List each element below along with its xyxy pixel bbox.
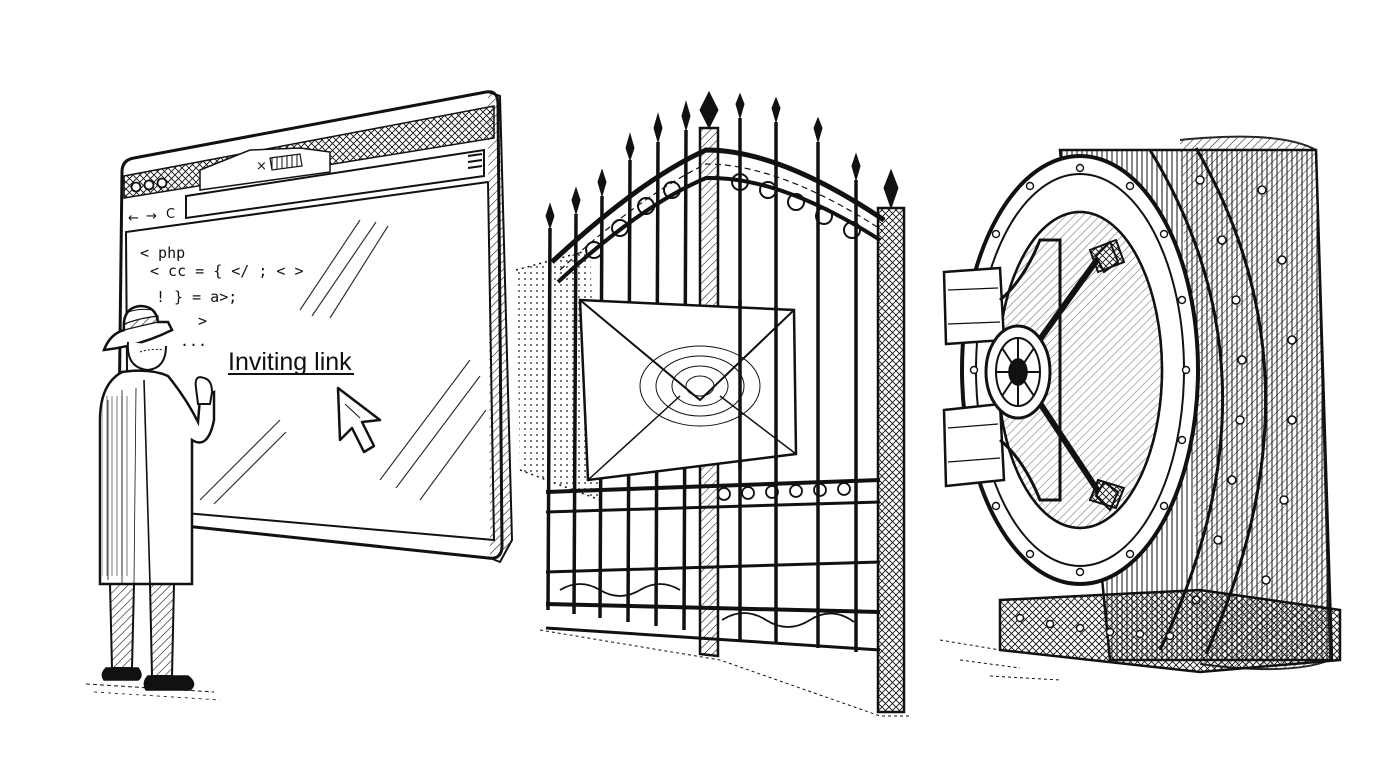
back-arrow-icon[interactable]: ← <box>128 211 139 226</box>
arrow-cursor-icon <box>336 386 382 454</box>
person-figure <box>85 304 221 701</box>
code-line: < cc = { </ ; < > <box>150 262 304 280</box>
iron-gate <box>539 90 910 717</box>
reload-icon[interactable]: C <box>166 207 175 222</box>
inviting-link[interactable]: Inviting link <box>228 348 352 376</box>
tab-close-icon[interactable]: × <box>256 159 267 174</box>
code-line: > <box>198 312 207 330</box>
code-line: ! } = a>; <box>156 288 237 306</box>
forward-arrow-icon[interactable]: → <box>146 209 157 224</box>
data-stream <box>515 249 601 501</box>
code-snippet: < php < cc = { </ ; < > ! } = a>; > ... <box>140 244 304 350</box>
window-controls[interactable] <box>130 177 168 193</box>
code-line: < php <box>140 244 185 262</box>
bank-vault <box>939 135 1342 681</box>
browser-window <box>116 90 514 564</box>
hamburger-icon[interactable] <box>467 153 483 169</box>
code-line: ... <box>180 332 207 350</box>
envelope-icon <box>578 298 798 482</box>
